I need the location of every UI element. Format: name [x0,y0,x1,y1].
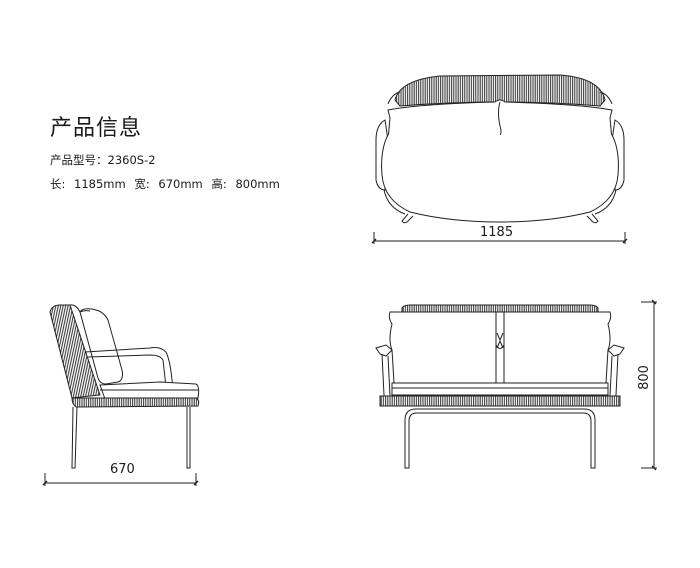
width-value: 670mm [158,177,203,191]
dimension-label-height: 800 [636,365,652,390]
height-label: 高: [211,177,227,191]
width-label: 宽: [134,177,150,191]
model-value: 2360S-2 [107,153,156,167]
dimension-label-width: 670 [110,462,135,477]
model-label: 产品型号： [50,153,108,167]
page-title: 产品信息 [50,116,143,141]
top-view [371,74,628,244]
side-view [42,304,200,486]
length-value: 1185mm [74,177,126,191]
dimensions-line: 长: 1185mm 宽: 670mm 高: 800mm [50,176,284,192]
model-line: 产品型号：2360S-2 [50,152,156,168]
front-view [375,299,657,471]
length-label: 长: [50,177,66,191]
height-value: 800mm [235,177,280,191]
dimension-label-length: 1185 [480,225,514,240]
